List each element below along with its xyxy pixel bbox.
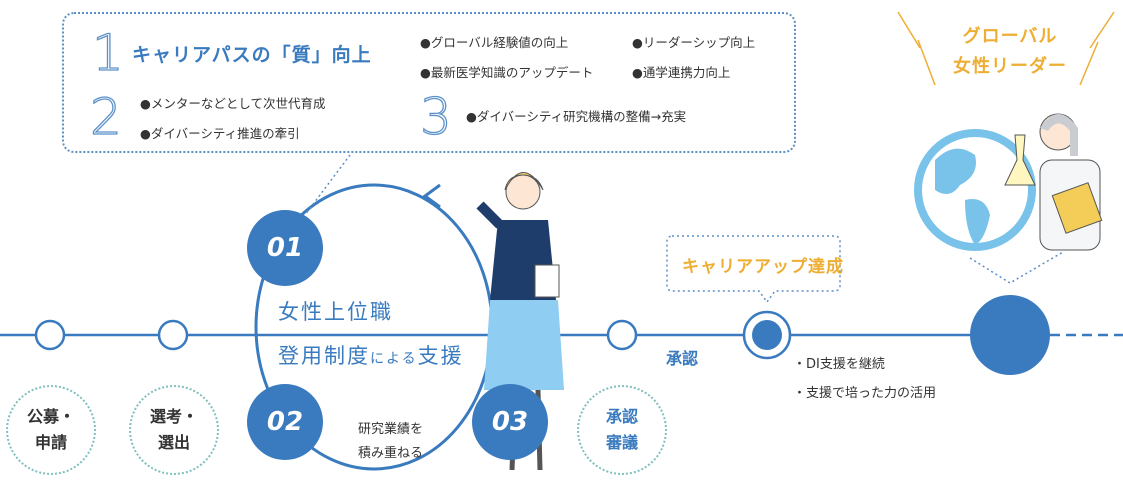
step-label: 申請 <box>34 433 67 452</box>
career-up-bubble <box>666 235 841 304</box>
goals-box <box>62 12 796 153</box>
list-item: ●通学連携力向上 <box>632 65 731 80</box>
section-number-2: 2 <box>89 88 122 146</box>
cycle-title-c: 支援 <box>417 344 464 368</box>
step-review: 承認審議 <box>577 385 667 475</box>
goal-line1: グローバル <box>962 26 1058 47</box>
list-item: ●最新医学知識のアップデート <box>420 65 594 80</box>
cycle-note: 研究業績を 積み重ねる <box>358 418 423 466</box>
step-select: 選考・選出 <box>129 385 219 475</box>
cycle-title-line2: 登用制度による支援 <box>278 340 464 370</box>
step-label: 承認 <box>605 407 638 427</box>
step-apply: 公募・申請 <box>6 385 96 475</box>
cycle-note-line2: 積み重ねる <box>358 446 424 461</box>
goal-pointer <box>969 251 1064 284</box>
approval-label: 承認 <box>666 349 699 368</box>
node-apply <box>34 319 66 351</box>
cycle-note-line1: 研究業績を <box>358 422 424 437</box>
section-number-1: 1 <box>91 24 124 82</box>
list-item: ●ダイバーシティ研究機構の整備→充実 <box>466 109 687 124</box>
cycle-title-line1: 女性上位職 <box>278 300 393 324</box>
list-item: ●グローバル経験値の向上 <box>420 35 569 50</box>
badge-01: 01 <box>247 210 323 286</box>
step-label: 審議 <box>605 433 638 452</box>
list-item: ●リーダーシップ向上 <box>632 35 756 50</box>
cycle-title-b: による <box>370 351 418 367</box>
node-goal <box>970 295 1050 375</box>
section-number-3: 3 <box>419 88 452 146</box>
cycle-arrow-icon <box>422 183 441 209</box>
rays-icon <box>897 11 1115 86</box>
list-item: ●ダイバーシティ推進の牽引 <box>140 126 300 141</box>
node-review <box>606 319 638 351</box>
badge-03: 03 <box>472 384 548 460</box>
career-up-label: キャリアアップ達成 <box>682 257 844 277</box>
node-select <box>157 319 189 351</box>
after-item: ・DI支援を継続 <box>793 357 885 372</box>
step-label: 選考・ <box>149 407 198 427</box>
globe-icon <box>914 129 1036 251</box>
node-career-up-core <box>752 320 782 350</box>
scientist-illustration <box>1004 113 1103 251</box>
section-1-title: キャリアパスの「質」向上 <box>132 44 372 66</box>
list-item: ●メンターなどとして次世代育成 <box>140 96 326 111</box>
after-item: ・支援で培った力の活用 <box>793 386 937 401</box>
goal-line2: 女性リーダー <box>953 56 1067 77</box>
step-label: 公募・ <box>26 407 75 427</box>
goal-label: グローバル 女性リーダー <box>930 22 1090 82</box>
step-label: 選出 <box>157 433 190 452</box>
cycle-title-a: 登用制度 <box>278 344 370 368</box>
badge-02: 02 <box>247 384 323 460</box>
